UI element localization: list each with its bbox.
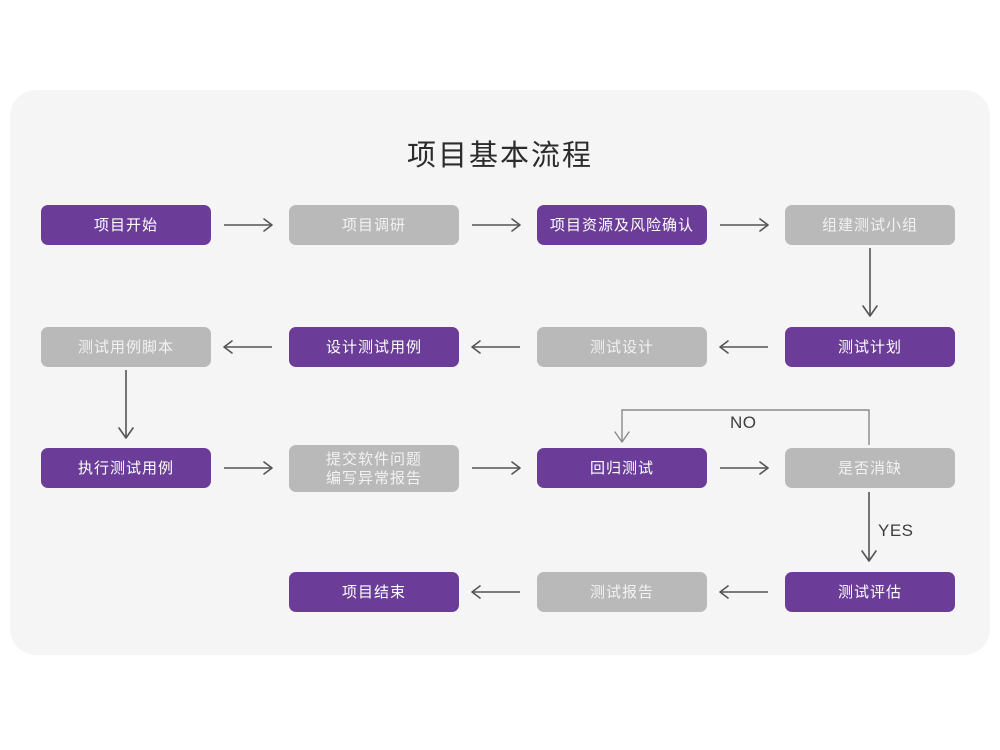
node-project-start[interactable]: 项目开始	[41, 205, 211, 245]
flowchart-card	[10, 90, 990, 655]
page-title: 项目基本流程	[406, 140, 593, 172]
node-test-design[interactable]: 测试设计	[537, 327, 707, 367]
edge-label-no: NO	[730, 413, 757, 432]
node-execute-test-case[interactable]: 执行测试用例	[41, 448, 211, 488]
edge-label-yes: YES	[878, 521, 914, 540]
node-design-test-case[interactable]: 设计测试用例	[289, 327, 459, 367]
node-test-case-script[interactable]: 测试用例脚本	[41, 327, 211, 367]
node-test-evaluation[interactable]: 测试评估	[785, 572, 955, 612]
node-test-plan[interactable]: 测试计划	[785, 327, 955, 367]
node-regression-test[interactable]: 回归测试	[537, 448, 707, 488]
node-project-research[interactable]: 项目调研	[289, 205, 459, 245]
node-defect-resolved-decision[interactable]: 是否消缺	[785, 448, 955, 488]
node-project-end[interactable]: 项目结束	[289, 572, 459, 612]
node-form-test-team[interactable]: 组建测试小组	[785, 205, 955, 245]
node-test-report[interactable]: 测试报告	[537, 572, 707, 612]
node-resource-risk-confirm[interactable]: 项目资源及风险确认	[537, 205, 707, 245]
node-submit-defect-report[interactable]: 提交软件问题 编写异常报告	[289, 445, 459, 492]
